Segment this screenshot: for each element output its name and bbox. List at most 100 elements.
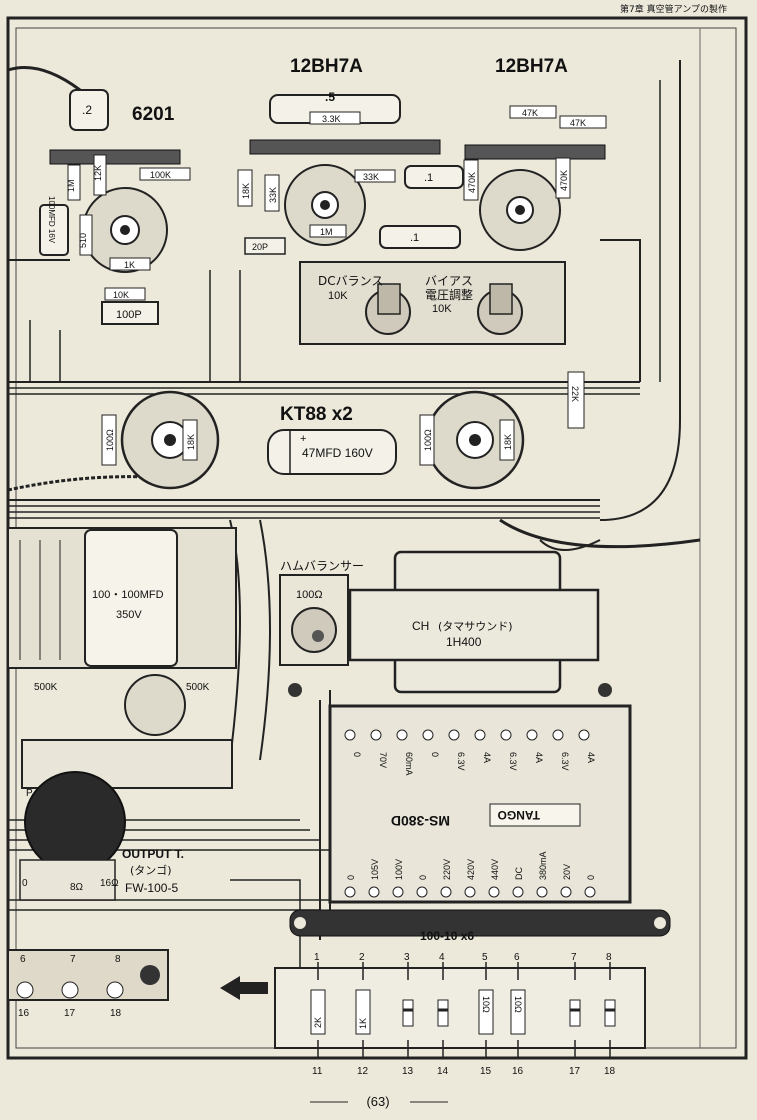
pt-bottom-tap-label: 0: [586, 875, 596, 880]
pt-bottom-terminal: [440, 886, 452, 898]
pt-bottom-terminal: [464, 886, 476, 898]
tube-label-6201: 6201: [132, 104, 175, 125]
diode-board-bottom-number: 12: [357, 1066, 369, 1077]
res-label-2k: 2K: [313, 1017, 323, 1028]
diode-board-bottom-number: 11: [312, 1066, 323, 1077]
terminal-number: 16: [18, 1008, 30, 1019]
diode-board-components: [310, 962, 616, 1058]
pt-bottom-tap-label: 0: [418, 875, 428, 880]
tube-label-kt88: KT88 x2: [280, 404, 353, 425]
terminal-number: 8: [115, 954, 121, 965]
bias-title: バイアス: [425, 274, 473, 288]
pt-bottom-terminal: [536, 886, 548, 898]
pt-model: MS-380D: [391, 813, 450, 829]
resistor-group-12bh7a-1: 18K 33K 3.3K 33K 1M: [237, 111, 396, 238]
pt-top-terminal: [474, 729, 486, 741]
board-diode: [569, 999, 581, 1027]
diode-board-top-number: 1: [314, 952, 320, 963]
pt-top-terminal: [526, 729, 538, 741]
res-label-10-b: 10Ω: [513, 996, 523, 1013]
res-label-22k: 22K: [570, 386, 580, 402]
pt-bottom-terminal: [488, 886, 500, 898]
pt-bottom-tap-label: 380mA: [538, 851, 548, 880]
pt-top-tap-label: 4A: [482, 752, 492, 763]
pt-top-tap-label: 60mA: [404, 752, 414, 776]
pt-top-terminal: [552, 729, 564, 741]
diode-board-bottom-number: 18: [604, 1066, 616, 1077]
hum-balancer-value: 100Ω: [296, 589, 323, 601]
pt-bottom-terminal: [368, 886, 380, 898]
diode-board-title: 100-10 x6: [420, 929, 474, 943]
diode-board-top-number: 8: [606, 952, 612, 963]
res-label-33k-b: 33K: [363, 172, 379, 182]
res-label-10-a: 10Ω: [481, 996, 491, 1013]
pt-top-tap-label: 6.3V: [560, 752, 570, 771]
capacitor-47mfd: + 47MFD 160V: [267, 429, 397, 475]
board-diode: [604, 999, 616, 1027]
pt-top-terminal: [370, 729, 382, 741]
resistor-group-6201: 100K 12K 1M 510 1K 10K: [66, 154, 191, 301]
cap-label-main-v: 350V: [116, 609, 142, 621]
cap-label-0.1-b: .1: [410, 232, 419, 244]
cap-label-main: 100・100MFD: [92, 589, 164, 601]
choke-title: CH: [412, 619, 429, 633]
cap-label-47mfd: 47MFD 160V: [302, 446, 373, 460]
pt-top-tap-label: 4A: [586, 752, 596, 763]
diode-board-top-number: 4: [439, 952, 445, 963]
pt-top-tap-label: 0: [352, 752, 362, 757]
pt-bottom-tap-label: 440V: [490, 859, 500, 880]
pt-bottom-terminal: [584, 886, 596, 898]
bias-pot[interactable]: バイアス 電圧調整 10K: [425, 274, 523, 335]
cap-label-100p: 100P: [116, 309, 142, 321]
res-label-100k: 100K: [150, 170, 171, 180]
res-label-33k-a: 33K: [268, 187, 278, 203]
resistor-group-12bh7a-2: 47K 47K 470K 470K 22K: [463, 105, 607, 429]
ot-title: OUTPUT T.: [122, 847, 184, 861]
bias-value: 10K: [432, 303, 452, 315]
page-number: (63): [366, 1094, 389, 1109]
capacitor-0.2: .2: [69, 89, 109, 131]
board-resistor: [310, 989, 326, 1035]
choke-maker: (タマサウンド): [438, 620, 513, 633]
cap-label-plus: +: [300, 433, 306, 445]
res-label-18k-a: 18K: [241, 183, 251, 199]
pt-bottom-tap-label: 420V: [466, 859, 476, 880]
res-label-470k-b: 470K: [559, 170, 569, 191]
choke-ch: CH (タマサウンド) 1H400: [348, 550, 600, 694]
pt-top-terminal: [422, 729, 434, 741]
res-label-510: 510: [78, 233, 88, 248]
running-head: 第7章 真空管アンプの製作: [620, 3, 727, 15]
ot-maker: (タンゴ): [130, 863, 172, 877]
board-diode: [437, 999, 449, 1027]
pt-bottom-tap-label: 20V: [562, 864, 572, 880]
res-label-500k-b: 500K: [186, 682, 210, 693]
pt-top-tap-label: 4A: [534, 752, 544, 763]
pt-top-terminal: [500, 729, 512, 741]
wire-harness: [7, 60, 701, 1040]
pt-bottom-tap-label: 220V: [442, 859, 452, 880]
capacitor-100mfd-16v: 100MFD 16V: [39, 196, 69, 256]
dc-balance-value: 10K: [328, 290, 348, 302]
tube-socket-kt88-2: 100Ω 18K: [419, 390, 525, 490]
pt-bottom-tap-label: 105V: [370, 859, 380, 880]
terminal-number: 6: [20, 954, 26, 965]
dc-balance-title: DCバランス: [318, 274, 383, 288]
cap-label-20p: 20P: [252, 242, 268, 252]
tube-socket-kt88-1: 100Ω 18K: [101, 390, 220, 490]
hum-balancer[interactable]: ハムバランサー 100Ω: [279, 559, 364, 666]
dc-balance-pot[interactable]: DCバランス 10K: [318, 274, 411, 335]
ot-tap-label: 16Ω: [100, 878, 119, 889]
res-label-18k-c: 18K: [503, 434, 513, 450]
pt-bottom-terminal: [512, 886, 524, 898]
res-label-47k-a: 47K: [522, 108, 538, 118]
